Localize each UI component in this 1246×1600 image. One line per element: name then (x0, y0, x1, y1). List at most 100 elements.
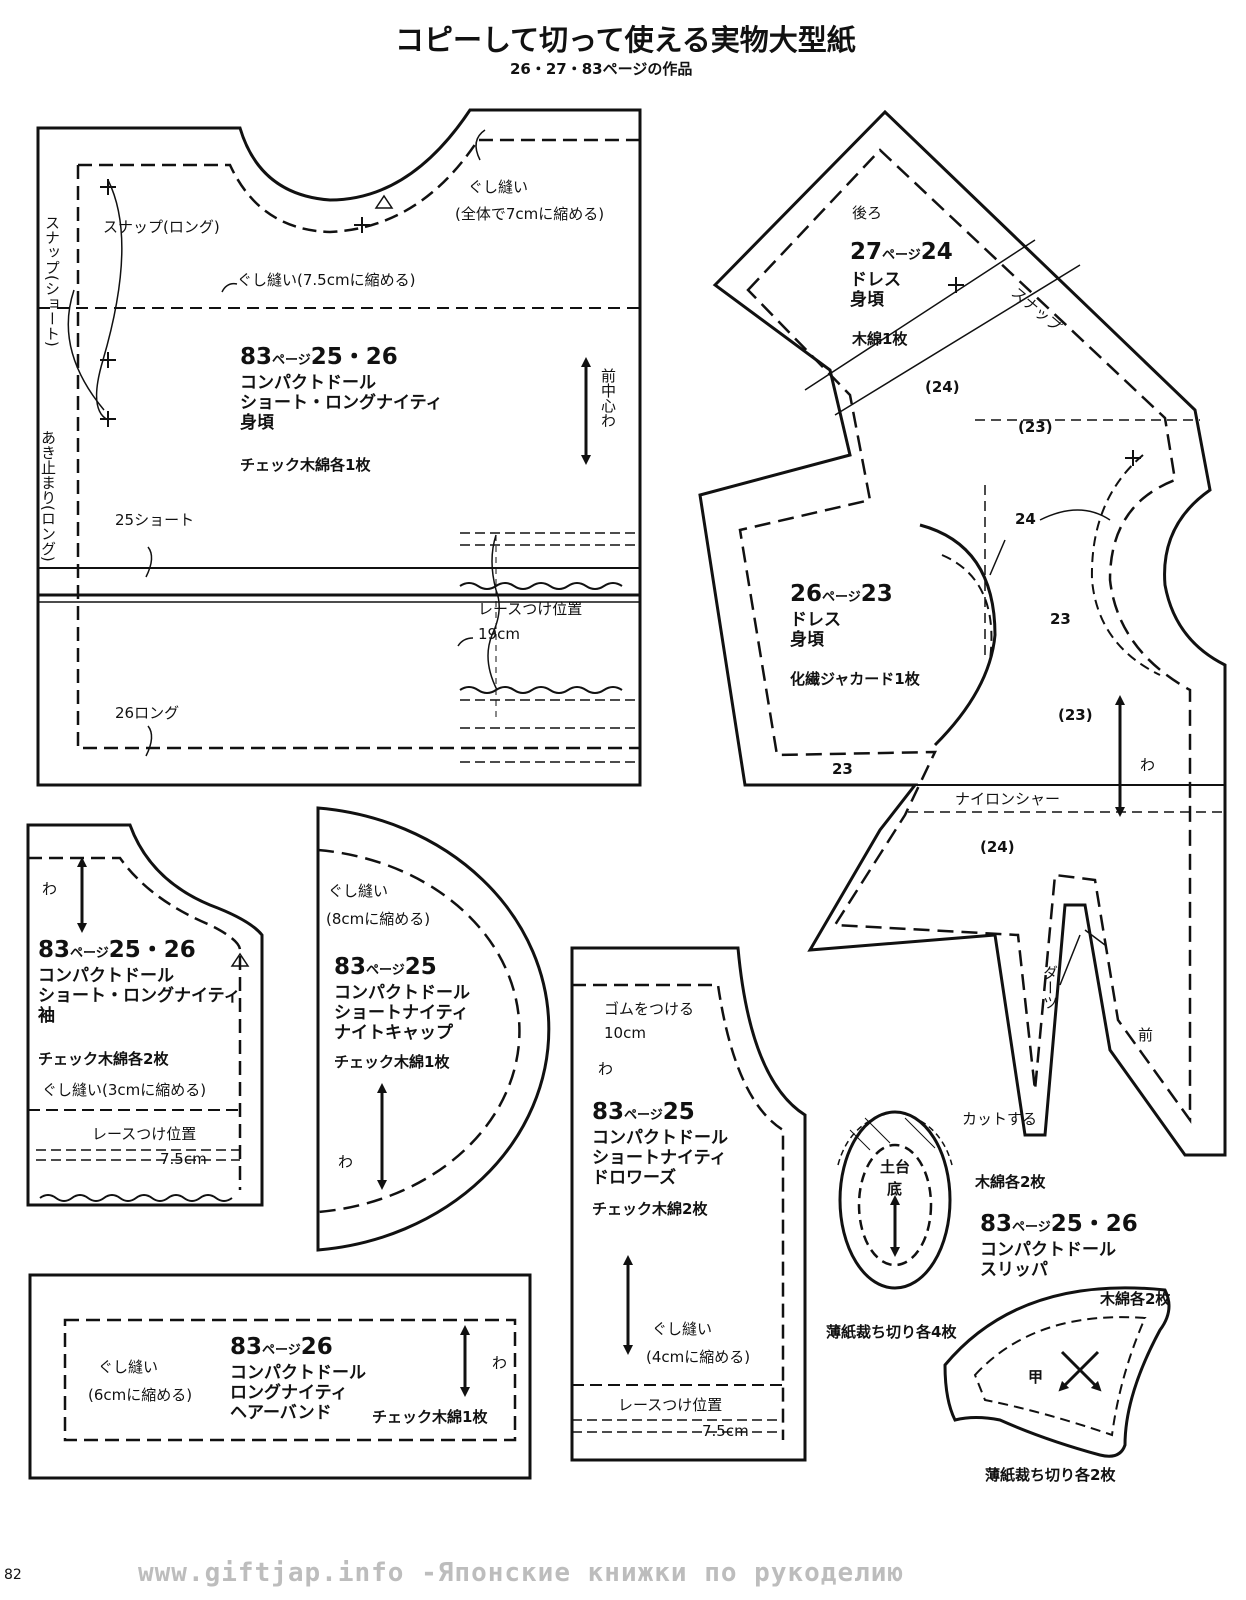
page-title: コピーして切って使える実物大型紙 (395, 23, 856, 57)
wa-label: わ (1140, 756, 1156, 774)
n23-label: 23 (1050, 610, 1071, 628)
name-line: ドレス (790, 610, 841, 630)
dress-27-fabric: 木綿1枚 (852, 330, 908, 348)
hairband-piece (28, 1273, 532, 1480)
nylon-label: ナイロンシャー (955, 790, 1061, 808)
snap-long-label: スナップ(ロング) (103, 218, 220, 236)
hairband-wa-label: わ (492, 1354, 508, 1372)
dress-26-name: ドレス 身頃 (790, 610, 841, 650)
name-line: 袖 (38, 1006, 55, 1027)
page-word: ページ (624, 1108, 663, 1123)
drawers-name: コンパクトドール ショートナイティ ドロワーズ (592, 1128, 728, 1188)
thin-upper-label: 薄紙裁ち切り各2枚 (985, 1466, 1116, 1484)
piece-number: 26 (300, 1334, 333, 1360)
n24-label: 24 (1015, 510, 1036, 528)
name-line: ショートナイティ (592, 1148, 727, 1169)
thin-sole-label: 薄紙裁ち切り各4枚 (826, 1323, 957, 1341)
drawers-wa-label: わ (598, 1060, 614, 1078)
nightcap-ref: 83ページ25 (334, 955, 437, 979)
name-line: コンパクトドール (38, 966, 174, 986)
page-subtitle: 26・27・83ページの作品 (510, 60, 693, 78)
front-label: 前 (1138, 1026, 1154, 1044)
elastic-label: ゴムをつける (604, 1000, 695, 1018)
short-label: 25ショート (115, 511, 195, 529)
back-label: 後ろ (852, 204, 883, 222)
dress-body-piece (698, 109, 1227, 1157)
page-ref: 26 (790, 581, 823, 607)
name-line: ロングナイティ (230, 1383, 348, 1404)
name-line: コンパクトドール (240, 373, 376, 393)
piece-numbers: 25・26 (108, 937, 196, 963)
page-ref: 83 (230, 1334, 263, 1360)
name-line: 身頃 (850, 290, 884, 311)
page-ref: 27 (850, 239, 883, 265)
n23-label-2: 23 (832, 760, 853, 778)
nightcap-gather-length: (8cmに縮める) (326, 910, 431, 928)
drawers-piece (570, 946, 807, 1462)
elastic-length: 10cm (604, 1024, 646, 1042)
base-top-label: 土台 (880, 1158, 911, 1176)
drawers-lace-length: 7.5cm (702, 1422, 749, 1440)
slipper-upper-piece (943, 1286, 1171, 1458)
page-word: ページ (1012, 1220, 1051, 1235)
name-line: コンパクトドール (334, 983, 470, 1003)
page-number: 82 (4, 1567, 22, 1583)
page-word: ページ (262, 1343, 301, 1358)
piece-number: 25 (662, 1099, 695, 1125)
sleeve-piece (26, 823, 264, 1207)
base-sole-label: 底 (887, 1180, 903, 1198)
n24p-label: (24) (925, 378, 960, 396)
name-line: 身頃 (790, 630, 824, 651)
hairband-name: コンパクトドール ロングナイティ ヘアーバンド (230, 1363, 366, 1423)
name-line: スリッパ (980, 1260, 1048, 1281)
name-line: ショート・ロングナイティ (38, 986, 241, 1007)
sleeve-ref: 83ページ25・26 (38, 938, 196, 962)
page-ref: 83 (240, 344, 273, 370)
sleeve-wa-label: わ (42, 880, 58, 898)
watermark-text: www.giftjap.info -Японские книжки по рук… (138, 1558, 905, 1588)
n24p-label-2: (24) (980, 838, 1015, 856)
sleeve-name: コンパクトドール ショート・ロングナイティ 袖 (38, 966, 241, 1026)
page-word: ページ (70, 946, 109, 961)
gather-mid-label: ぐし縫い(7.5cmに縮める) (237, 271, 416, 289)
snap-short-label: スナップ(ショート) (43, 215, 61, 347)
gather-total-label: (全体で7cmに縮める) (455, 205, 605, 223)
name-line: ドレス (850, 270, 901, 290)
dart-label: ダーツ (1041, 965, 1059, 1010)
nightie-body-fabric: チェック木綿各1枚 (240, 456, 371, 474)
sleeve-lace-length: 7.5cm (160, 1150, 207, 1168)
drawers-gather-label: ぐし縫い (652, 1320, 713, 1338)
page-word: ページ (366, 963, 405, 978)
piece-numbers: 25・26 (1050, 1211, 1138, 1237)
drawers-gather-length: (4cmに縮める) (646, 1348, 751, 1366)
name-line: ヘアーバンド (230, 1403, 332, 1424)
piece-numbers: 25・26 (310, 344, 398, 370)
name-line: ドロワーズ (592, 1168, 677, 1189)
sole-fabric-label: 木綿各2枚 (975, 1173, 1046, 1191)
center-front-label: 前中心わ (599, 368, 617, 428)
dress-27-ref: 27ページ24 (850, 240, 953, 264)
slipper-sole-piece (837, 1110, 953, 1290)
dress-26-ref: 26ページ23 (790, 582, 893, 606)
gather-label: ぐし縫い (468, 178, 529, 196)
piece-number: 25 (404, 954, 437, 980)
dress-27-name: ドレス 身頃 (850, 270, 901, 310)
page-word: ページ (822, 590, 861, 605)
page-ref: 83 (334, 954, 367, 980)
piece-number: 23 (860, 581, 893, 607)
page-ref: 83 (38, 937, 71, 963)
page-word: ページ (882, 248, 921, 263)
name-line: コンパクトドール (592, 1128, 728, 1148)
n23p-label: (23) (1018, 418, 1053, 436)
nightcap-wa-label: わ (338, 1153, 354, 1171)
nightcap-gather-label: ぐし縫い (328, 882, 389, 900)
name-line: コンパクトドール (230, 1363, 366, 1383)
nightie-body-piece (36, 108, 642, 787)
nightcap-name: コンパクトドール ショートナイティ ナイトキャップ (334, 983, 470, 1043)
nightcap-fabric: チェック木綿1枚 (334, 1053, 450, 1071)
cut-label: カットする (962, 1110, 1038, 1128)
sleeve-gather-label: ぐし縫い(3cmに縮める) (42, 1081, 207, 1099)
open-end-label: あき止まり(ロング) (39, 430, 57, 562)
slipper-name: コンパクトドール スリッパ (980, 1240, 1116, 1280)
